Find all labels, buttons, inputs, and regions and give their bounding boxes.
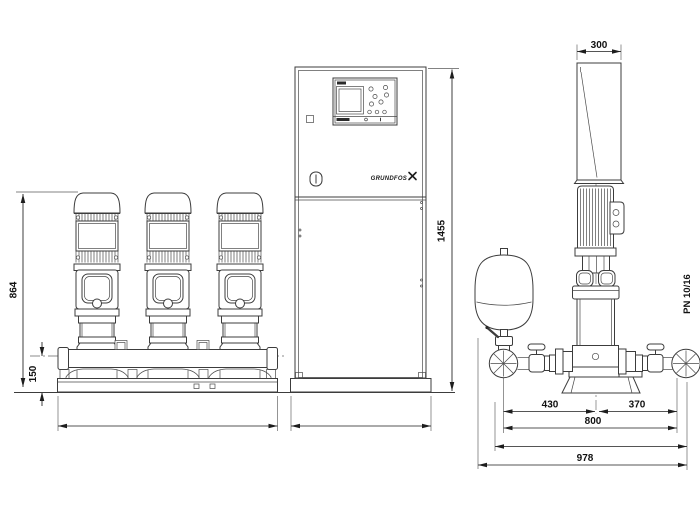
panel-buttons[interactable] <box>367 85 389 115</box>
front-view: 864 150 <box>9 191 284 431</box>
cabinet-side <box>573 62 625 184</box>
dim-430-label: 430 <box>542 400 559 411</box>
dimension-manifold-height: 150 <box>28 342 45 406</box>
side-view: 300 <box>474 40 700 470</box>
door-lock[interactable] <box>306 115 314 123</box>
control-panel[interactable] <box>332 77 398 126</box>
dimension-pump-height: 864 <box>9 191 78 387</box>
dim-300-label: 300 <box>591 40 608 51</box>
terminal-box <box>609 201 625 235</box>
dim-864-label: 864 <box>9 281 20 298</box>
dimension-cabinet-height: 1455 <box>428 68 459 391</box>
svg-text:GRUNDFOS: GRUNDFOS <box>371 176 407 182</box>
tank-isolating-valve[interactable] <box>485 325 513 351</box>
suction-flange <box>488 348 519 379</box>
pump-support-pads <box>59 368 276 379</box>
dim-978-label: 978 <box>577 453 594 464</box>
control-cabinet-front: GRUNDFOS <box>290 66 432 431</box>
panel-brand-mark <box>336 118 350 121</box>
discharge-flange <box>671 348 700 379</box>
dim-800-label: 800 <box>585 416 602 427</box>
panel-display <box>336 86 364 115</box>
pressure-rating-label: PN 10/16 <box>682 274 693 314</box>
pump-side <box>561 184 643 414</box>
pump-pedestal <box>561 376 641 394</box>
dim-370-label: 370 <box>629 400 646 411</box>
cabinet-plinth <box>290 372 432 393</box>
panel-off-symbol <box>364 117 368 122</box>
dimension-frame-width <box>57 396 278 431</box>
dim-1455-label: 1455 <box>437 219 448 242</box>
logo-x-mark <box>408 171 417 181</box>
pump-1 <box>73 192 121 351</box>
grundfos-logo: GRUNDFOS <box>371 171 417 182</box>
pump-3 <box>216 192 264 351</box>
dimension-cabinet-width <box>290 396 432 431</box>
discharge-valve[interactable] <box>618 343 673 375</box>
panel-label <box>337 81 346 85</box>
pump-2 <box>144 192 192 351</box>
door-hinges <box>298 201 423 288</box>
dim-150-label: 150 <box>28 365 39 382</box>
diaphragm-tank <box>474 248 534 331</box>
base-frame <box>57 378 278 393</box>
dimension-cabinet-depth: 300 <box>576 40 622 60</box>
suction-valve[interactable] <box>517 343 573 375</box>
side-dimensions: 430 370 800 978 <box>477 338 688 470</box>
door-handle[interactable] <box>309 171 323 187</box>
